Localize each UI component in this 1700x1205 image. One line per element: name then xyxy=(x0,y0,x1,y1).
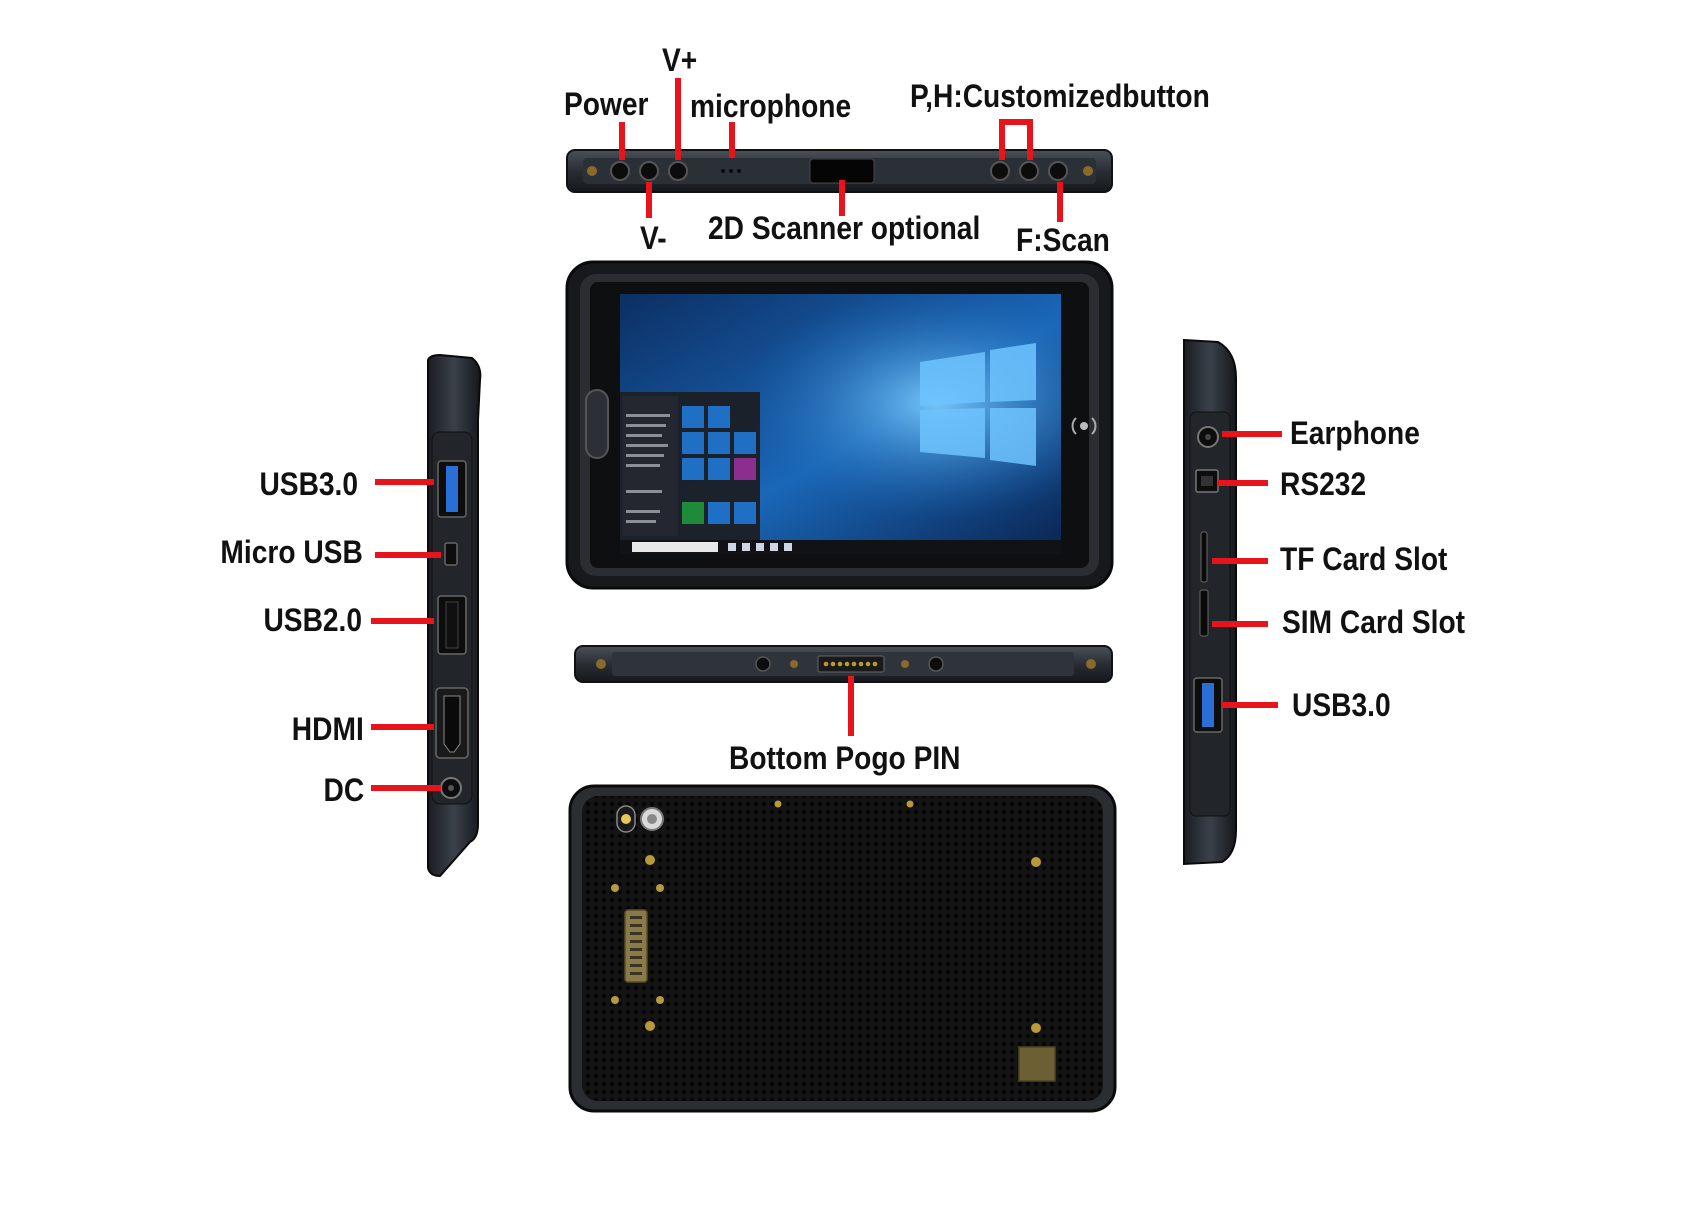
screen xyxy=(620,294,1061,554)
usb30-port-left-icon xyxy=(437,460,467,518)
earphone-jack-icon xyxy=(1197,426,1219,448)
usb30-port-right-icon xyxy=(1193,677,1223,733)
label-hdmi: HDMI xyxy=(292,711,364,747)
left-callouts xyxy=(371,479,441,791)
usb20-port-left-icon xyxy=(437,595,467,655)
top-edge-view xyxy=(566,149,1113,193)
flash-icon xyxy=(616,805,636,833)
bottom-edge-view xyxy=(574,645,1113,683)
micro-usb-port-icon xyxy=(444,542,458,566)
back-pogo-connector-icon xyxy=(624,909,648,983)
windows-logo-icon xyxy=(920,343,1036,466)
label-earphone: Earphone xyxy=(1290,415,1420,451)
pogo-pin-connector-icon xyxy=(817,655,885,673)
label-microphone: microphone xyxy=(690,88,852,124)
rs232-port-icon xyxy=(1195,469,1219,493)
front-view xyxy=(565,260,1114,590)
label-2d-scanner: 2D Scanner optional xyxy=(708,210,981,246)
home-button-icon xyxy=(585,389,609,459)
nfc-icon xyxy=(1071,417,1097,435)
microphone-hole-icon xyxy=(721,169,741,173)
start-menu xyxy=(620,392,760,540)
label-bottom-pogo-pin: Bottom Pogo PIN xyxy=(729,740,961,776)
back-view xyxy=(568,784,1117,1113)
volume-up-button-icon xyxy=(668,161,688,181)
top-callouts xyxy=(619,78,1063,222)
label-customized-button: P,H:Customizedbutton xyxy=(910,78,1210,114)
volume-down-button-icon xyxy=(639,161,659,181)
label-rs232: RS232 xyxy=(1280,466,1367,502)
label-f-scan: F:Scan xyxy=(1016,222,1110,258)
label-tf-card-slot: TF Card Slot xyxy=(1280,541,1448,577)
label-volume-up: V+ xyxy=(662,42,698,78)
taskbar xyxy=(620,540,1061,554)
left-side-view xyxy=(427,353,482,878)
label-usb30-left: USB3.0 xyxy=(259,466,358,502)
label-usb20: USB2.0 xyxy=(263,602,362,638)
nfc-pad-icon xyxy=(1018,1046,1056,1082)
dc-port-icon xyxy=(440,777,462,799)
scanner-window-icon xyxy=(809,158,875,184)
label-sim-card-slot: SIM Card Slot xyxy=(1282,604,1466,640)
right-callouts xyxy=(1212,431,1282,708)
scan-button-icon xyxy=(1048,161,1068,181)
label-volume-down: V- xyxy=(640,220,667,256)
label-dc: DC xyxy=(323,772,364,808)
camera-icon xyxy=(640,807,664,831)
label-usb30-right: USB3.0 xyxy=(1292,687,1391,723)
label-power: Power xyxy=(564,86,649,122)
right-side-view xyxy=(1183,338,1237,866)
h-button-icon xyxy=(1019,161,1039,181)
hdmi-port-icon xyxy=(435,687,469,759)
tf-card-slot-icon xyxy=(1200,531,1208,583)
label-micro-usb: Micro USB xyxy=(220,534,363,570)
p-button-icon xyxy=(990,161,1010,181)
power-button-icon xyxy=(610,161,630,181)
sim-card-slot-icon xyxy=(1199,589,1209,637)
